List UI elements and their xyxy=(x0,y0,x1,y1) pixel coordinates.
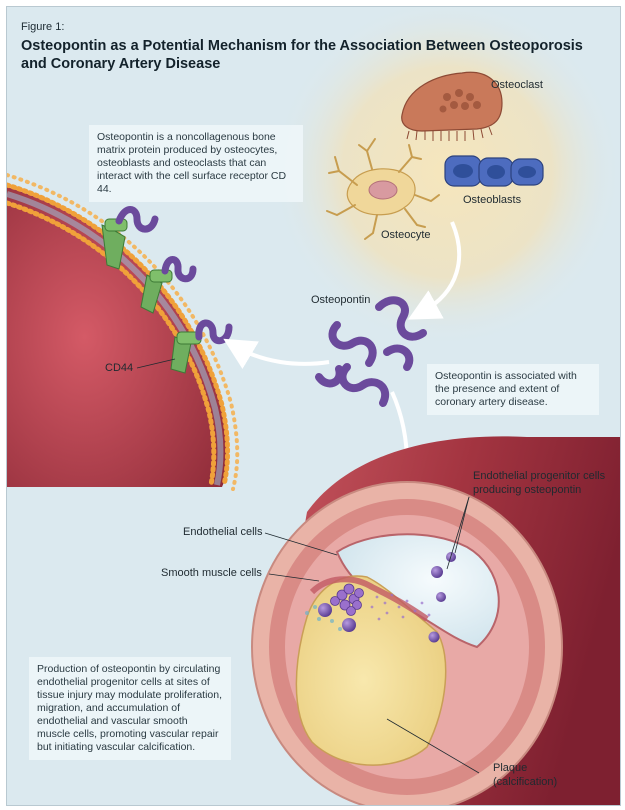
label-osteoblasts: Osteoblasts xyxy=(463,194,522,206)
note-production: Production of osteopontin by circulating… xyxy=(29,657,231,760)
figure-title: Osteopontin as a Potential Mechanism for… xyxy=(21,38,583,72)
label-osteoclast: Osteoclast xyxy=(491,79,543,91)
note-osteopontin-definition: Osteopontin is a noncollagenous bone mat… xyxy=(89,125,303,202)
arrow-osteopontin-to-cd44 xyxy=(223,338,330,369)
arrow-bone-to-osteopontin xyxy=(407,221,462,320)
osteoblast-cells xyxy=(444,155,544,187)
bound-osteopontin xyxy=(115,206,233,345)
label-cd44: CD44 xyxy=(105,362,134,374)
osteoclast-cell xyxy=(401,71,503,141)
label-epc-line2: producing osteopontin xyxy=(473,484,582,496)
note-association: Osteopontin is associated with the prese… xyxy=(427,364,599,415)
label-smooth-muscle-cells: Smooth muscle cells xyxy=(161,567,262,579)
figure-label: Figure 1: xyxy=(21,21,65,33)
leader-lines xyxy=(136,358,480,774)
label-osteocyte: Osteocyte xyxy=(381,229,431,241)
label-epc-line1: Endothelial progenitor cells xyxy=(473,470,606,482)
label-plaque: Plaque xyxy=(493,762,528,774)
label-endothelial-cells: Endothelial cells xyxy=(183,526,263,538)
illustration xyxy=(7,7,620,805)
figure-panel: Figure 1: Osteopontin as a Potential Mec… xyxy=(6,6,621,806)
label-osteopontin: Osteopontin xyxy=(311,294,371,306)
osteopontin-molecules xyxy=(315,296,427,407)
osteocyte-cell xyxy=(326,138,440,240)
label-calcification: (calcification) xyxy=(493,776,558,788)
coronary-artery xyxy=(251,436,620,805)
